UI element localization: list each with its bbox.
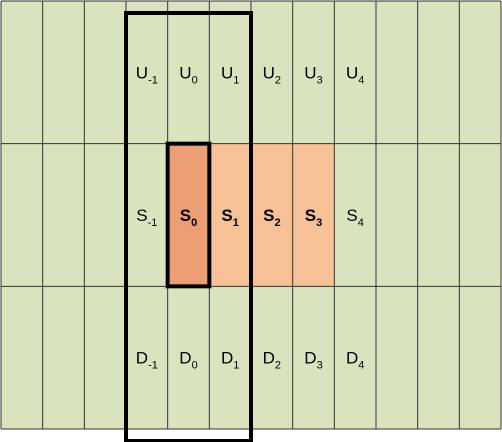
cell-label-subscript: 4 [358, 74, 364, 86]
cell-label-subscript: 2 [274, 217, 280, 229]
cell-label-down-1: D1 [221, 349, 239, 372]
cell-label-subscript: 0 [192, 74, 198, 86]
cell-label-down--1: D-1 [136, 349, 158, 372]
cell-label-base: U [263, 63, 275, 82]
cell-label-same-3: S3 [305, 206, 322, 229]
inner-window-frame [165, 141, 212, 289]
cell-label-up-4: U4 [346, 63, 364, 86]
cell-label-up--1: U-1 [136, 63, 158, 86]
cell-label-subscript: 1 [233, 360, 239, 372]
cell-label-base: S [263, 206, 274, 225]
cell-label-same-1: S1 [221, 206, 238, 229]
cell-label-base: U [346, 63, 358, 82]
cell-label-subscript: 3 [317, 360, 323, 372]
highlighted-cells [167, 143, 335, 287]
cell-label-base: D [136, 349, 148, 368]
window-frames [124, 11, 253, 442]
cell-label-subscript: 0 [192, 360, 198, 372]
cell-label-base: S [180, 206, 191, 225]
cell-label-up-0: U0 [179, 63, 197, 86]
cell-label-base: U [136, 63, 148, 82]
cell-label-same--1: S-1 [136, 206, 157, 229]
cell-label-same-2: S2 [263, 206, 280, 229]
cell-label-base: S [305, 206, 316, 225]
cell-label-up-2: U2 [263, 63, 281, 86]
cell-label-base: D [221, 349, 233, 368]
cell-label-base: D [263, 349, 275, 368]
cell-label-subscript: 4 [358, 217, 364, 229]
outer-window-frame [124, 11, 253, 442]
highlighted-cell [292, 143, 335, 287]
highlighted-cell [251, 143, 293, 287]
cell-label-subscript: -1 [148, 360, 158, 372]
highlighted-cell [209, 143, 251, 287]
cell-label-subscript: 1 [233, 217, 239, 229]
cell-label-subscript: -1 [148, 217, 158, 229]
cell-label-base: S [221, 206, 232, 225]
cell-label-base: S [136, 206, 147, 225]
cell-label-down-3: D3 [304, 349, 322, 372]
cell-label-subscript: 0 [191, 217, 197, 229]
highlighted-cell [167, 143, 210, 287]
cell-label-base: D [304, 349, 316, 368]
cell-label-subscript: 4 [358, 360, 364, 372]
cell-label-base: U [304, 63, 316, 82]
cell-label-subscript: 3 [316, 217, 322, 229]
cell-label-base: D [179, 349, 191, 368]
cell-label-base: U [221, 63, 233, 82]
cell-label-same-0: S0 [180, 206, 197, 229]
cell-label-subscript: 2 [275, 74, 281, 86]
cell-label-down-2: D2 [263, 349, 281, 372]
cell-label-subscript: 3 [317, 74, 323, 86]
cell-label-down-4: D4 [346, 349, 364, 372]
cell-label-base: U [179, 63, 191, 82]
cell-label-subscript: 2 [275, 360, 281, 372]
cell-label-subscript: -1 [148, 74, 158, 86]
cell-label-same-4: S4 [346, 206, 363, 229]
cell-label-down-0: D0 [179, 349, 197, 372]
cell-label-base: D [346, 349, 358, 368]
cell-label-up-1: U1 [221, 63, 239, 86]
cell-label-subscript: 1 [233, 74, 239, 86]
cell-label-up-3: U3 [304, 63, 322, 86]
cell-label-base: S [346, 206, 357, 225]
